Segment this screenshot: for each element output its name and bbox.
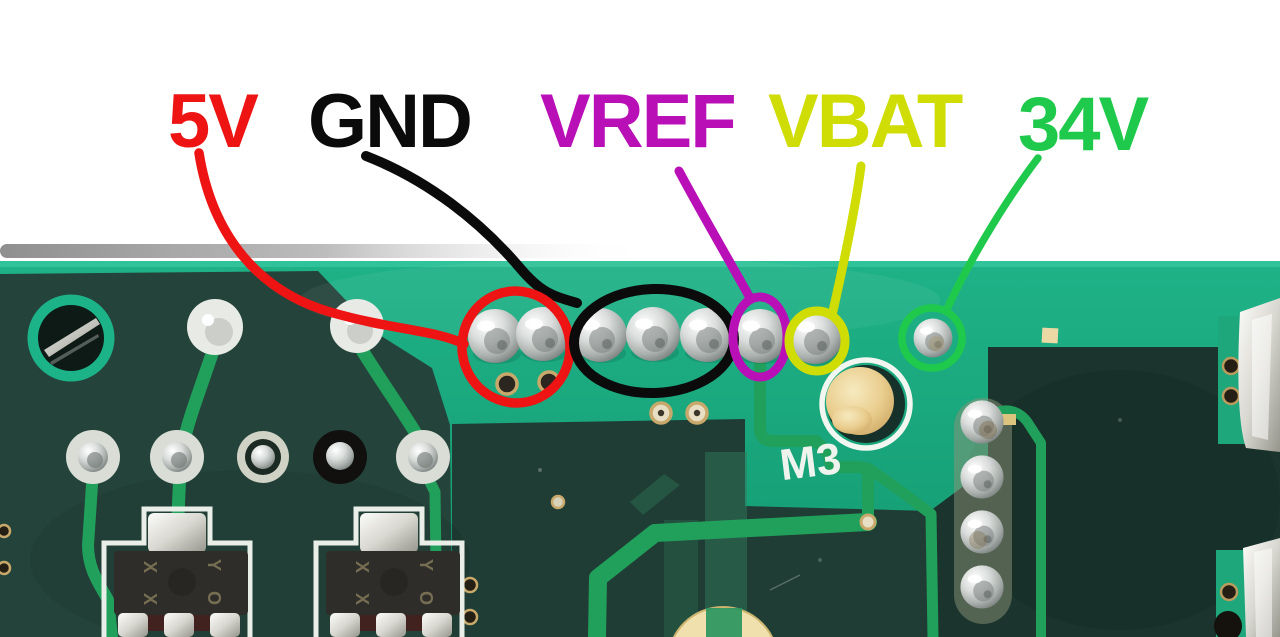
flux-grime (928, 335, 945, 352)
package-marking: X (352, 593, 372, 605)
solder-glint (1252, 314, 1272, 440)
silkscreen-ring (819, 357, 913, 451)
via (685, 401, 709, 425)
solder-ball (960, 400, 1004, 444)
package-marking: O (204, 591, 224, 605)
board-edge-highlight (0, 261, 1280, 267)
solder-ball-gnd (626, 307, 680, 361)
body-dimple (380, 568, 408, 596)
gold-tab (1002, 414, 1016, 425)
dark-blob (1214, 611, 1242, 637)
board-edge-gray-streak (0, 244, 650, 258)
leader-line-34v (944, 154, 1042, 311)
through-hole-pad (150, 430, 204, 484)
trace (350, 335, 425, 444)
label-34v: 34V (1018, 82, 1150, 167)
leg (164, 613, 194, 637)
right-pin-column (954, 398, 1046, 637)
silkscreen-outline (101, 506, 253, 637)
dust-scratch (769, 574, 801, 591)
left-pad-group (0, 294, 479, 637)
trace-end-via (859, 513, 877, 531)
flux-grime (969, 531, 987, 549)
via (495, 372, 519, 396)
through-hole-pad (313, 430, 367, 484)
silkscreen-outline (313, 506, 465, 637)
tab-solder (360, 513, 418, 553)
tab-solder (148, 513, 206, 553)
leader-line-vref (674, 166, 754, 301)
label-vbat: VBAT (768, 79, 963, 164)
edge-via (461, 608, 479, 626)
package-marking: X (140, 561, 160, 573)
micro-via (550, 494, 566, 510)
body-dimple (168, 568, 196, 596)
via (649, 401, 673, 425)
dark-zone-right (930, 347, 1280, 637)
component-hole (1221, 386, 1241, 406)
trace-diagonal (862, 462, 939, 637)
transistor-sot223: X Y X O (101, 506, 253, 637)
pin-header-row (468, 307, 953, 365)
package-marking: X (140, 593, 160, 605)
drilled-hole (27, 294, 115, 382)
transistor-sot223: X Y X O (313, 506, 465, 637)
leg (376, 613, 406, 637)
leader-line-5v (194, 148, 469, 349)
through-hole-pad (237, 431, 289, 483)
through-hole-pad (66, 430, 120, 484)
silkscreen-m3-label: M3 (777, 434, 844, 490)
pcb-board: X Y X O X Y X O (0, 244, 1280, 637)
package-marking: X (352, 561, 372, 573)
flux-grime (979, 421, 997, 439)
component-hole (1219, 582, 1239, 602)
edge-via (0, 523, 12, 539)
component-hole (1221, 356, 1241, 376)
label-vref: VREF (540, 79, 735, 164)
faded-trace-stub (630, 474, 680, 515)
leader-line-gnd (361, 151, 582, 308)
annotation-overlay: 5V GND VREF VBAT 34V (168, 79, 1152, 408)
trace-wide-horizontal (588, 513, 877, 637)
large-gold-pad (672, 606, 774, 637)
edge-via (461, 576, 479, 594)
label-gnd: GND (308, 79, 471, 164)
edge-via (0, 560, 12, 576)
leg (118, 613, 148, 637)
m3-mounting-hole (819, 357, 913, 451)
gold-fiducial (1041, 327, 1059, 344)
solder-glint (1254, 548, 1272, 637)
package-marking: Y (416, 559, 436, 571)
label-5v: 5V (168, 79, 259, 164)
leader-line-vbat (828, 161, 866, 316)
leg (210, 613, 240, 637)
circle-34v-pin (898, 304, 966, 372)
leg (422, 613, 452, 637)
solder-ball-5v (468, 309, 522, 363)
solder-ball (960, 565, 1004, 609)
package-marking: O (416, 591, 436, 605)
leg (330, 613, 360, 637)
circle-vbat-pin (784, 306, 850, 376)
edge-component-bottom (1214, 538, 1280, 637)
edge-component-top (1218, 298, 1280, 452)
through-hole-pad (396, 430, 450, 484)
package-marking: Y (204, 559, 224, 571)
solder-pad (187, 299, 243, 355)
dust (538, 468, 542, 472)
dust (818, 558, 822, 562)
solder-ball (960, 455, 1004, 499)
dust (1118, 418, 1122, 422)
trace (82, 464, 118, 637)
